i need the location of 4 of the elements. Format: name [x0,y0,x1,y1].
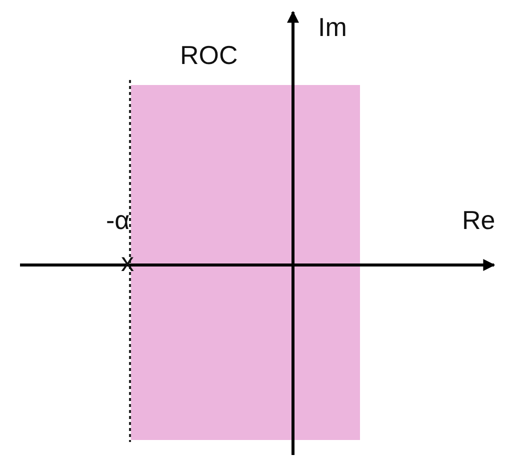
region-label: ROC [180,42,238,68]
axis-label: Re [462,207,496,233]
pole-value-label: -α [106,207,130,233]
axis-label: Im [318,14,347,40]
